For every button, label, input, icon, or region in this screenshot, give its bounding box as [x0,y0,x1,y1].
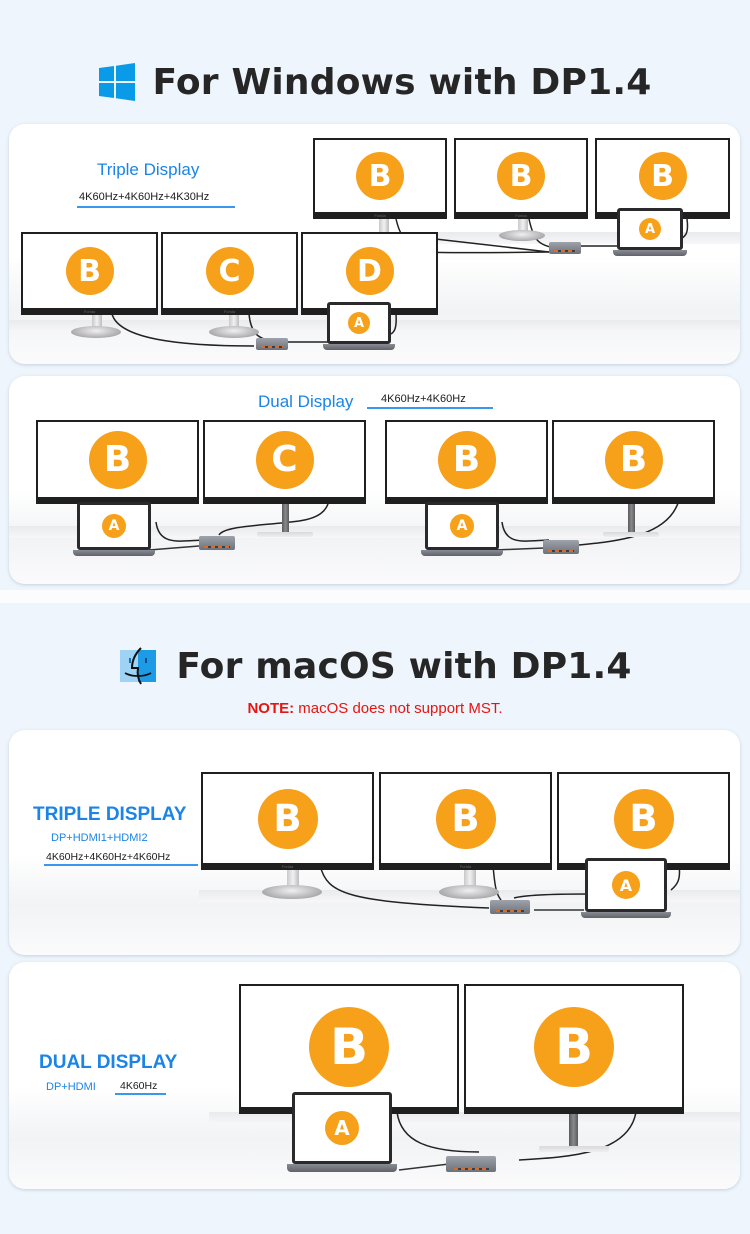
monitor-b: B [239,984,459,1114]
macos-dual-display-card: DUAL DISPLAY DP+HDMI 4K60Hz B B A [9,962,740,1189]
windows-logo-icon [98,63,135,101]
monitor-b: B [464,984,684,1114]
dual-display-spec: 4K60Hz+4K60Hz [381,393,466,405]
windows-title: For Windows with DP1.4 [152,61,652,103]
badge-b: B [65,247,114,295]
badge-a: A [612,871,640,899]
laptop-a: A [617,208,683,250]
monitor-c: C Forida [161,232,298,315]
macos-finder-icon [118,646,158,686]
note-text: macOS does not support MST. [294,700,503,717]
monitor-brand: Forida [83,309,96,314]
badge-a: A [102,514,126,538]
monitor-b: B [557,772,730,870]
badge-b: B [257,788,318,849]
macos-title: For macOS with DP1.4 [176,645,632,687]
monitor-brand: Forida [515,213,527,218]
note-label: NOTE: [247,700,295,717]
triple-display-label: TRIPLE DISPLAY [33,804,187,825]
monitor-brand: Forida [281,864,294,869]
dual-display-ports: DP+HDMI [46,1081,96,1093]
usb-hub [549,242,581,254]
dual-display-label: DUAL DISPLAY [39,1052,178,1073]
usb-hub [256,338,288,350]
dual-display-label: Dual Display [258,392,354,411]
windows-triple-display-card: Triple Display 4K60Hz+4K60Hz+4K30Hz B Fo… [9,124,740,364]
badge-b: B [88,430,147,489]
laptop-a: A [292,1092,392,1164]
badge-a: A [325,1111,359,1145]
monitor-c: C [203,420,366,504]
badge-b: B [638,152,687,200]
section-divider [0,590,750,603]
badge-b: B [437,430,496,489]
badge-b: B [497,152,545,200]
laptop-a: A [327,302,391,344]
triple-display-spec: 4K60Hz+4K60Hz+4K60Hz [46,851,171,863]
windows-dual-display-card: Dual Display 4K60Hz+4K60Hz B C B B A A [9,376,740,584]
monitor-brand: Forida [374,213,386,218]
spec-underline [77,206,235,208]
laptop-a: A [77,502,151,550]
spec-underline [44,864,198,866]
monitor-b: B [552,420,715,504]
badge-b: B [435,788,496,849]
laptop-a: A [425,502,499,550]
triple-display-ports: DP+HDMI1+HDMI2 [51,832,148,844]
badge-d: D [345,247,394,295]
badge-b: B [356,152,404,200]
badge-a: A [450,514,474,538]
spec-underline [367,407,493,409]
usb-hub [199,536,235,550]
usb-hub [490,900,530,914]
spec-underline [115,1093,166,1095]
monitor-b: B Forida [313,138,447,219]
monitor-b: B Forida [21,232,158,315]
badge-b: B [534,1006,614,1087]
monitor-b: B Forida [201,772,374,870]
triple-display-label: Triple Display [97,160,200,179]
monitor-b: B [595,138,730,219]
macos-triple-display-card: TRIPLE DISPLAY DP+HDMI1+HDMI2 4K60Hz+4K6… [9,730,740,955]
triple-display-spec: 4K60Hz+4K60Hz+4K30Hz [79,191,210,203]
macos-heading: For macOS with DP1.4 [0,640,750,692]
badge-b: B [309,1006,389,1087]
windows-heading: For Windows with DP1.4 [0,52,750,112]
badge-c: C [205,247,254,295]
laptop-a: A [585,858,667,912]
dual-display-spec: 4K60Hz [120,1080,158,1092]
usb-hub [446,1156,496,1172]
monitor-b: B Forida [379,772,552,870]
badge-c: C [255,430,314,489]
badge-a: A [639,218,661,240]
monitor-b: B Forida [454,138,588,219]
macos-note: NOTE: macOS does not support MST. [0,700,750,717]
usb-hub [543,540,579,554]
badge-b: B [604,430,663,489]
badge-b: B [613,788,674,849]
monitor-b: B [36,420,199,504]
monitor-brand: Forida [459,864,472,869]
monitor-brand: Forida [223,309,236,314]
monitor-b: B [385,420,548,504]
badge-a: A [348,312,370,334]
